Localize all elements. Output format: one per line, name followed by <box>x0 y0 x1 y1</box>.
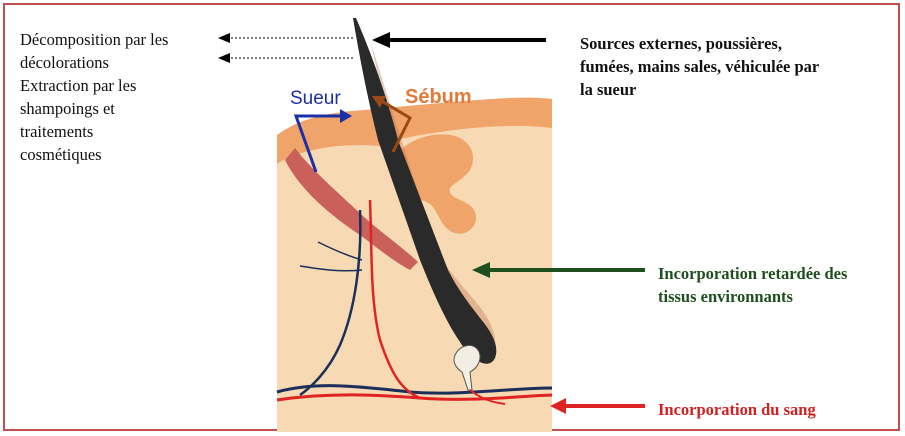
sources-line: fumées, mains sales, véhiculée par <box>580 55 900 78</box>
note-line: Décomposition par les <box>20 28 220 51</box>
note-line: traitements <box>20 120 220 143</box>
incorporation-retardee-label: Incorporation retardée des tissus enviro… <box>658 262 905 308</box>
note-line: cosmétiques <box>20 143 220 166</box>
sources-line: la sueur <box>580 78 900 101</box>
note-line: shampoings et <box>20 97 220 120</box>
incorporation-line: tissus environnants <box>658 285 905 308</box>
note-line: décolorations <box>20 51 220 74</box>
sebum-label: Sébum <box>405 86 472 109</box>
note-line: Extraction par les <box>20 74 220 97</box>
arrow-incorporation-sang <box>550 398 645 414</box>
sources-line: Sources externes, poussières, <box>580 32 900 55</box>
left-notes: Décomposition par les décolorations Extr… <box>20 28 220 166</box>
sources-label: Sources externes, poussières, fumées, ma… <box>580 32 900 101</box>
incorporation-sang-label: Incorporation du sang <box>658 398 905 421</box>
sueur-label: Sueur <box>290 88 341 110</box>
incorporation-line: Incorporation retardée des <box>658 262 905 285</box>
arrow-decomposition <box>218 33 353 63</box>
arrow-sources <box>372 32 546 48</box>
